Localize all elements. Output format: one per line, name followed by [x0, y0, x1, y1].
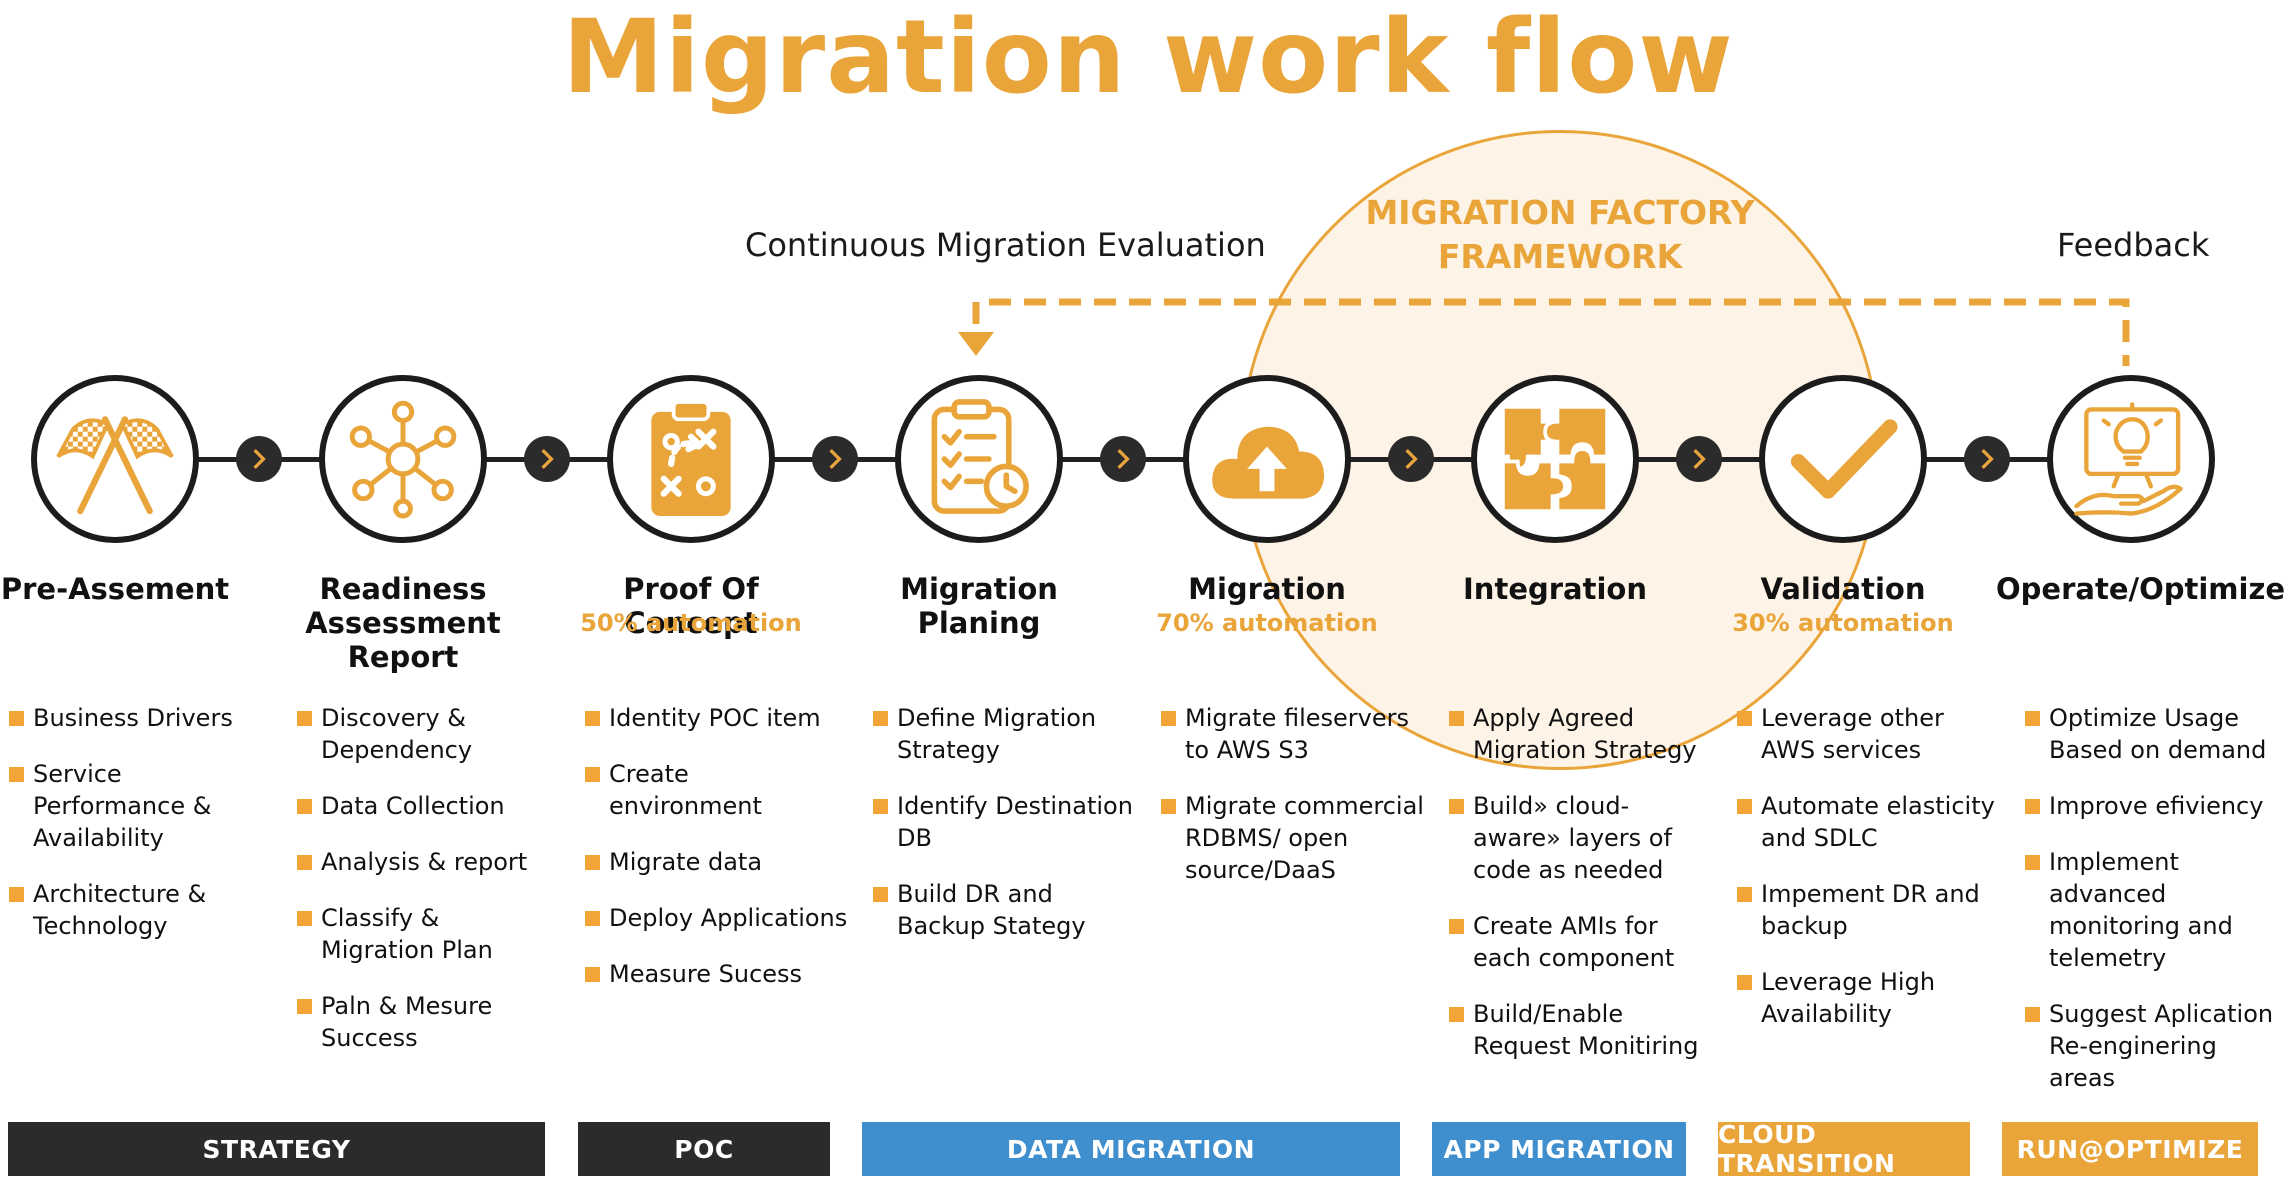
- chevron-right-icon: [1676, 436, 1722, 482]
- list-item: Build DR and Backup Stategy: [871, 878, 1136, 942]
- list-item: Measure Sucess: [583, 958, 848, 990]
- step-title-pre-assessment: Pre-Assement: [0, 572, 230, 606]
- step-title-migration: Migration: [1188, 572, 1346, 606]
- step-bullets-poc: Identity POC item Create environment Mig…: [583, 702, 848, 1014]
- list-item: Improve efiviency: [2023, 790, 2288, 822]
- list-item: Apply Agreed Migration Strategy: [1447, 702, 1712, 766]
- step-automation-validation: 30% automation: [1732, 609, 1954, 637]
- chevron-right-icon: [1964, 436, 2010, 482]
- chevron-right-icon: [524, 436, 570, 482]
- step-title-readiness: Readiness Assessment Report: [305, 572, 501, 674]
- list-item: Build» cloud-aware» layers of code as ne…: [1447, 790, 1712, 886]
- step-title-poc: Proof Of Concept: [623, 572, 759, 640]
- strategy-clipboard-icon: [651, 400, 731, 517]
- list-item: Migrate data: [583, 846, 848, 878]
- list-item: Define Migration Strategy: [871, 702, 1136, 766]
- checklist-clock-icon: [931, 399, 1029, 514]
- list-item: Implement advanced monitoring and teleme…: [2023, 846, 2288, 974]
- step-bullets-validation: Leverage other AWS services Automate ela…: [1735, 702, 2000, 1054]
- step-circle-pre-assessment: [31, 375, 199, 543]
- phase-poc: POC: [578, 1122, 830, 1176]
- list-item: Migrate commercial RDBMS/ open source/Da…: [1159, 790, 1424, 886]
- puzzle-icon: [1501, 405, 1609, 513]
- step-automation-poc: 50% automation: [580, 609, 802, 637]
- list-item: Data Collection: [295, 790, 560, 822]
- list-item: Service Performance & Availability: [7, 758, 272, 854]
- step-circle-integration: [1471, 375, 1639, 543]
- list-item: Create AMIs for each component: [1447, 910, 1712, 974]
- page-title: Migration work flow: [562, 0, 1734, 117]
- network-nodes-icon: [349, 400, 457, 519]
- step-title-integration: Integration: [1463, 572, 1647, 606]
- list-item: Create environment: [583, 758, 848, 822]
- chevron-right-icon: [1100, 436, 1146, 482]
- checkmark-icon: [1790, 419, 1898, 499]
- list-item: Impement DR and backup: [1735, 878, 2000, 942]
- step-bullets-pre-assessment: Business Drivers Service Performance & A…: [7, 702, 272, 966]
- step-circle-operate: [2047, 375, 2215, 543]
- step-title-operate: Operate/Optimize: [1996, 572, 2285, 606]
- list-item: Optimize Usage Based on demand: [2023, 702, 2288, 766]
- list-item: Paln & Mesure Success: [295, 990, 560, 1054]
- step-circle-poc: [607, 375, 775, 543]
- factory-title-line1: MIGRATION FACTORY: [1365, 193, 1755, 232]
- list-item: Identify Destination DB: [871, 790, 1136, 854]
- chevron-right-icon: [236, 436, 282, 482]
- step-circle-validation: [1759, 375, 1927, 543]
- list-item: Leverage High Availability: [1735, 966, 2000, 1030]
- chevron-right-icon: [812, 436, 858, 482]
- chevron-right-icon: [1388, 436, 1434, 482]
- list-item: Automate elasticity and SDLC: [1735, 790, 2000, 854]
- continuous-evaluation-label: Continuous Migration Evaluation: [745, 226, 1266, 264]
- list-item: Architecture & Technology: [7, 878, 272, 942]
- step-automation-migration: 70% automation: [1156, 609, 1378, 637]
- factory-title-line2: FRAMEWORK: [1437, 237, 1683, 276]
- step-title-validation: Validation: [1760, 572, 1926, 606]
- list-item: Leverage other AWS services: [1735, 702, 2000, 766]
- idea-monitor-icon: [2074, 402, 2183, 516]
- step-circle-planning: [895, 375, 1063, 543]
- cloud-upload-icon: [1212, 426, 1325, 499]
- phase-strategy: STRATEGY: [8, 1122, 545, 1176]
- phase-cloud-transition: CLOUD TRANSITION: [1718, 1120, 1970, 1178]
- list-item: Identity POC item: [583, 702, 848, 734]
- phase-app-migration: APP MIGRATION: [1432, 1122, 1686, 1176]
- step-bullets-operate: Optimize Usage Based on demand Improve e…: [2023, 702, 2288, 1118]
- list-item: Analysis & report: [295, 846, 560, 878]
- step-bullets-integration: Apply Agreed Migration Strategy Build» c…: [1447, 702, 1712, 1086]
- list-item: Business Drivers: [7, 702, 272, 734]
- factory-title: MIGRATION FACTORY FRAMEWORK: [1260, 191, 1860, 279]
- checkered-flags-icon: [56, 416, 174, 515]
- phase-run-optimize: RUN@OPTIMIZE: [2002, 1122, 2258, 1176]
- list-item: Build/Enable Request Monitiring: [1447, 998, 1712, 1062]
- feedback-label: Feedback: [2057, 226, 2210, 264]
- list-item: Discovery & Dependency: [295, 702, 560, 766]
- list-item: Migrate fileservers to AWS S3: [1159, 702, 1424, 766]
- step-bullets-planning: Define Migration Strategy Identify Desti…: [871, 702, 1136, 966]
- phase-data-migration: DATA MIGRATION: [862, 1122, 1400, 1176]
- step-title-planning: Migration Planing: [900, 572, 1058, 640]
- list-item: Deploy Applications: [583, 902, 848, 934]
- step-circle-readiness: [319, 375, 487, 543]
- feedback-loop-arrow: [958, 298, 2130, 366]
- step-bullets-migration: Migrate fileservers to AWS S3 Migrate co…: [1159, 702, 1424, 910]
- list-item: Suggest Aplication Re-enginering areas: [2023, 998, 2288, 1094]
- list-item: Classify & Migration Plan: [295, 902, 560, 966]
- step-circle-migration: [1183, 375, 1351, 543]
- step-bullets-readiness: Discovery & Dependency Data Collection A…: [295, 702, 560, 1078]
